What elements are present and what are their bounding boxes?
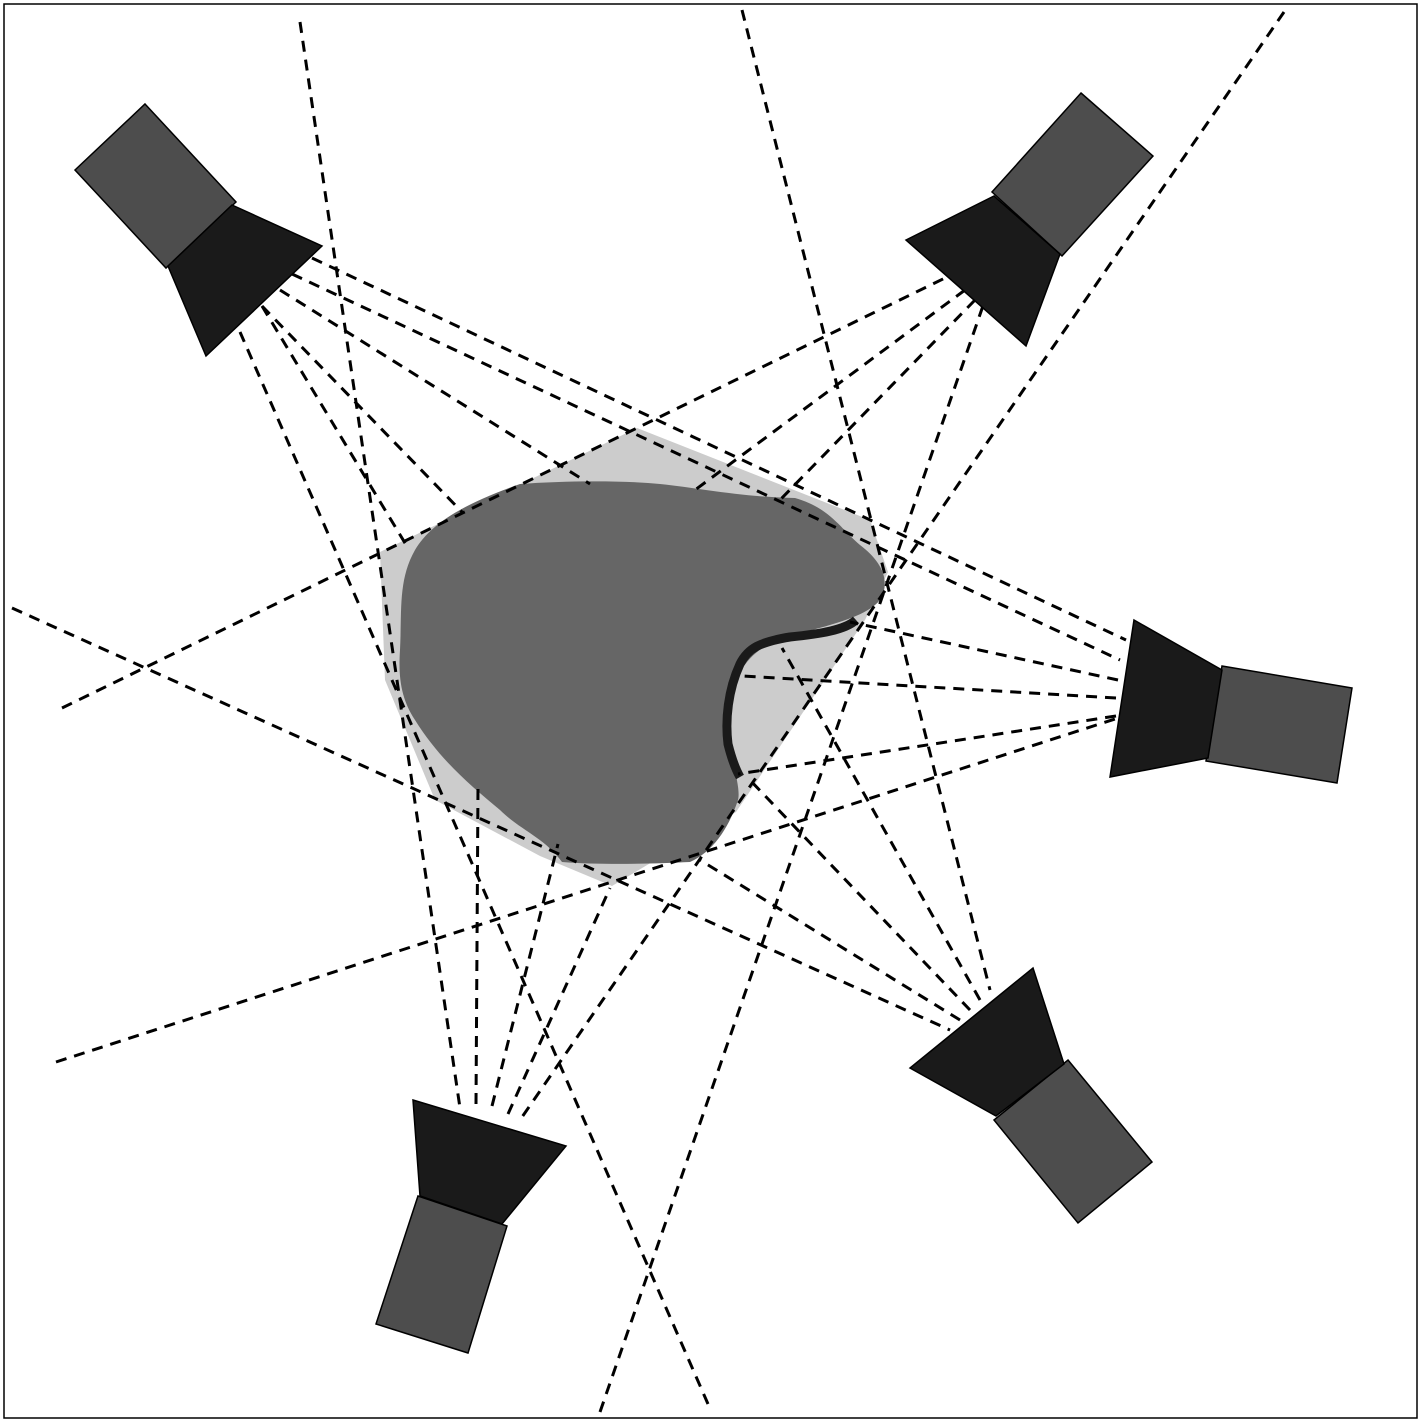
sight-ray <box>298 21 462 1109</box>
object-visible-edge <box>722 616 860 780</box>
sight-ray <box>506 887 612 1115</box>
sight-ray <box>474 785 480 1105</box>
sight-ray <box>699 858 961 1022</box>
camera-lens <box>908 966 1065 1117</box>
sight-ray <box>238 331 710 1405</box>
sight-ray <box>291 272 1121 662</box>
sight-ray <box>746 776 972 1012</box>
sight-ray <box>780 647 982 1001</box>
camera-3 <box>1109 618 1353 784</box>
camera-icon <box>990 91 1155 258</box>
camera-5 <box>375 1098 568 1354</box>
sight-ray <box>518 11 1286 1121</box>
sight-ray <box>490 843 560 1107</box>
object-silhouette <box>399 481 885 864</box>
camera-icon <box>73 102 238 270</box>
sight-ray <box>741 674 1117 700</box>
sight-ray <box>61 276 946 710</box>
camera-icon <box>992 1058 1154 1225</box>
sight-ray <box>11 606 951 1032</box>
sight-ray <box>849 620 1119 682</box>
cameras <box>73 91 1353 1354</box>
sight-ray <box>778 298 977 502</box>
sight-ray <box>311 256 1127 642</box>
camera-lens <box>904 195 1061 348</box>
camera-lens <box>412 1098 568 1225</box>
sight-ray <box>260 304 464 514</box>
sight-ray <box>260 305 410 549</box>
camera-lens <box>1109 618 1223 778</box>
sight-ray <box>737 714 1117 776</box>
sight-ray <box>598 299 987 1413</box>
camera-2 <box>904 91 1155 348</box>
camera-lens <box>167 204 324 358</box>
camera-1 <box>73 102 324 358</box>
sight-rays <box>11 9 1286 1413</box>
sight-ray <box>55 716 1119 1064</box>
sight-ray <box>279 288 591 486</box>
sight-ray <box>740 9 992 991</box>
camera-4 <box>908 966 1154 1225</box>
